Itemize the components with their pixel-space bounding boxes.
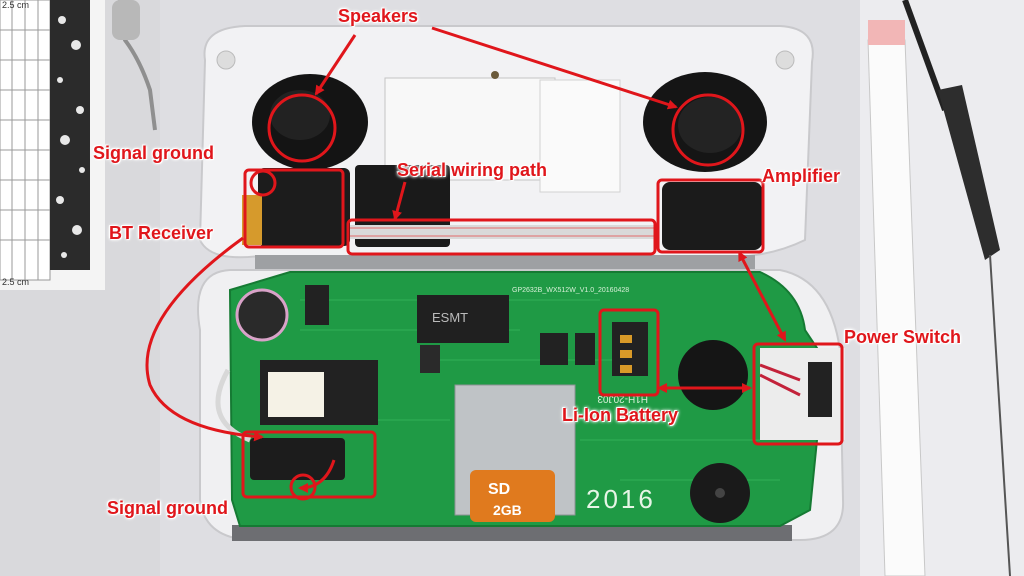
speaker-right (643, 72, 767, 172)
cable-connector (112, 0, 140, 40)
chip-sticker (268, 372, 324, 417)
board-code-text: GP2632B_WX512W_V1.0_20160428 (512, 287, 629, 294)
label-amplifier: Amplifier (762, 166, 841, 186)
sd-card (470, 470, 555, 522)
power-switch-box (752, 342, 844, 446)
ruler-text-bottom: 2.5 cm (2, 277, 29, 287)
small-chip (575, 333, 595, 365)
esmt-chip (417, 295, 509, 343)
board-code2-text: H1H-20J03 (597, 393, 648, 404)
speaker-left-circle (267, 93, 337, 163)
label-bt-receiver: BT Receiver (109, 223, 214, 243)
switch-slider (808, 362, 832, 417)
sd-capacity-text: 2GB (493, 502, 522, 518)
amplifier-board (662, 182, 762, 250)
bottom-edge (232, 525, 792, 541)
hinge-bar (255, 255, 755, 271)
small-chip (540, 333, 568, 365)
label-signal-ground-bottom: Signal ground (107, 498, 228, 518)
speaker-right-circle (671, 93, 745, 167)
pcb-year-text: 2016 (586, 484, 656, 514)
screwdriver (902, 0, 1011, 576)
cable (118, 0, 157, 131)
bottom-ground-board (250, 438, 345, 480)
notebook (0, 0, 105, 290)
label-speakers: Speakers (338, 6, 419, 26)
receiver-edge (242, 195, 262, 245)
ruler-text: 2.5 cm (2, 0, 29, 10)
sd-brand-text: SD (488, 481, 510, 498)
wire-coil (235, 288, 289, 342)
annotation-overlay (145, 26, 844, 501)
small-chip (420, 345, 440, 373)
amplifier-box (656, 178, 765, 254)
chip-brand-text: ESMT (432, 310, 468, 325)
serial-wiring-box (346, 218, 657, 256)
top-shell (198, 25, 814, 259)
battery-connector-box (598, 308, 660, 397)
paper-sheet (840, 0, 1024, 576)
label-power-switch: Power Switch (844, 327, 962, 347)
switch-housing (760, 348, 845, 440)
bt-receiver-box (243, 168, 345, 249)
label-signal-ground-top: Signal ground (93, 143, 214, 163)
label-serial-wiring-path: Serial wiring path (397, 160, 548, 180)
speaker-left (252, 74, 368, 170)
pen (867, 20, 926, 576)
label-li-ion-battery: Li-Ion Battery (562, 405, 679, 425)
bt-receiver-board (258, 168, 350, 246)
battery (678, 340, 748, 410)
